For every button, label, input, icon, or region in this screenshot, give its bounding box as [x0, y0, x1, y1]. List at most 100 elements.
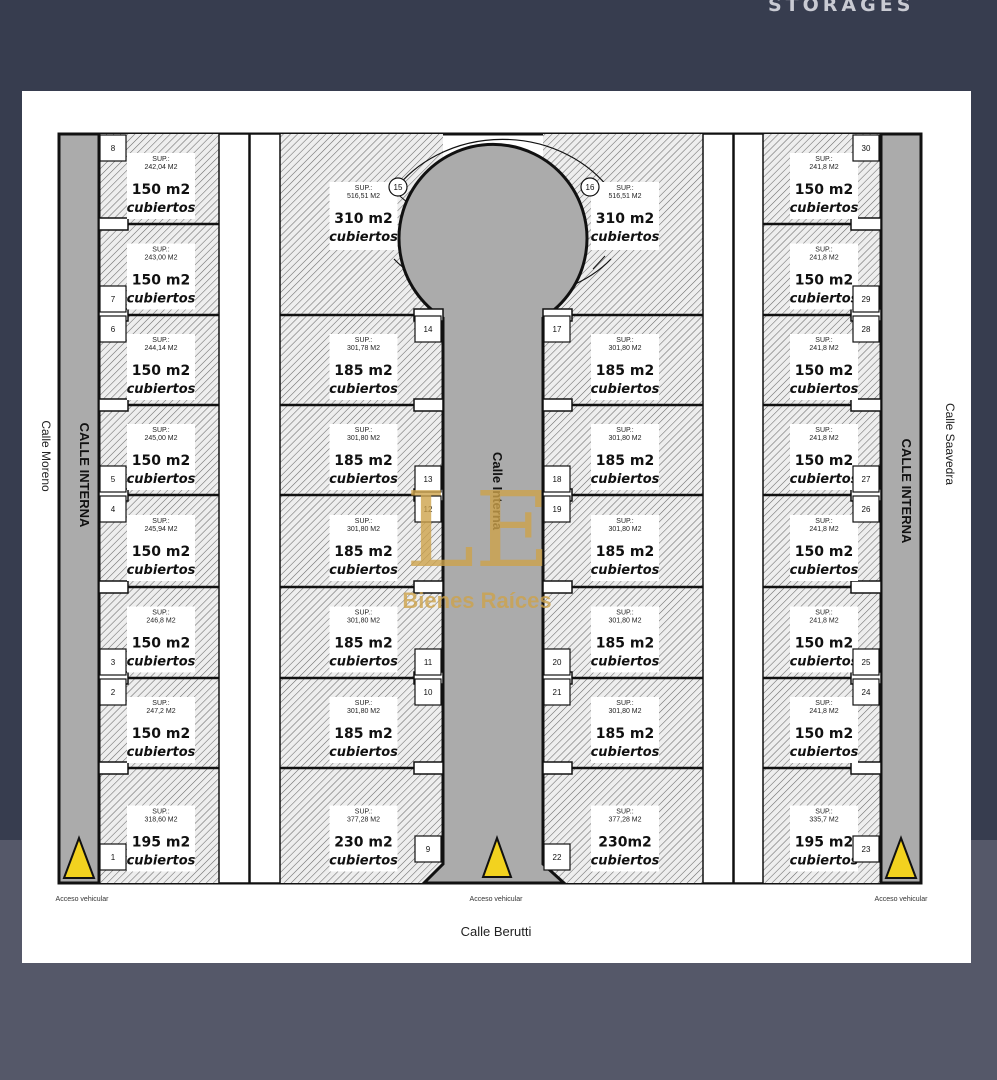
lot-covered-area: 185 m2 — [596, 453, 654, 469]
access-label-right: Acceso vehicular — [875, 896, 929, 903]
lot-area: 245,00 M2 — [144, 435, 177, 442]
lot-covered-label: cubiertos — [329, 655, 398, 670]
lot-number-box — [99, 134, 127, 162]
lot-sup-label: SUP.: — [616, 337, 633, 344]
lot-area: 516,51 M2 — [608, 193, 641, 200]
lot-number: 16 — [586, 183, 595, 192]
lot-covered-label: cubiertos — [790, 292, 859, 307]
lot-covered-area: 185 m2 — [596, 363, 654, 379]
lot-covered-label: cubiertos — [591, 230, 660, 245]
lot-covered-label: cubiertos — [591, 382, 660, 397]
lot-covered-area: 150 m2 — [795, 182, 853, 198]
lot-number: 11 — [424, 658, 433, 667]
lot-area: 243,00 M2 — [144, 255, 177, 262]
lot-number-marker — [580, 177, 600, 197]
lot-sup-label: SUP.: — [616, 610, 633, 617]
lot-area: 516,51 M2 — [347, 193, 380, 200]
lot-covered-area: 150 m2 — [795, 726, 853, 742]
lot-covered-label: cubiertos — [127, 292, 196, 307]
lot-area: 301,80 M2 — [608, 526, 641, 533]
lot-covered-label: cubiertos — [790, 655, 859, 670]
lot-sup-label: SUP.: — [616, 809, 633, 816]
lot-number: 8 — [111, 144, 116, 153]
lot-sup-label: SUP.: — [616, 185, 633, 192]
lot-number-box — [414, 648, 442, 676]
lot-number-marker — [388, 177, 408, 197]
lot-sup-label: SUP.: — [815, 156, 832, 163]
lot-16[interactable]: SUP.:516,51 M2 310 m2 cubiertos 16 — [580, 177, 660, 250]
lot-sup-label: SUP.: — [152, 247, 169, 254]
lot-covered-label: cubiertos — [790, 472, 859, 487]
lot-sup-label: SUP.: — [355, 610, 372, 617]
lot-number: 29 — [862, 295, 871, 304]
lot-number: 9 — [426, 845, 431, 854]
watermark-brand: Bienes Raíces — [402, 588, 551, 613]
lot-covered-label: cubiertos — [790, 201, 859, 216]
lot-number: 24 — [862, 688, 871, 697]
lot-number-box — [99, 315, 127, 343]
lot-number: 3 — [111, 658, 116, 667]
lot-covered-label: cubiertos — [790, 854, 859, 869]
lot-sup-label: SUP.: — [815, 247, 832, 254]
lot-covered-label: cubiertos — [591, 655, 660, 670]
lot-number-box — [543, 315, 571, 343]
watermark-monogram: LE — [406, 469, 551, 591]
lot-covered-area: 150 m2 — [795, 544, 853, 560]
lot-sup-label: SUP.: — [152, 610, 169, 617]
street-bottom-label: Calle Berutti — [461, 924, 532, 939]
lot-number-box — [543, 678, 571, 706]
lot-area: 241,8 M2 — [809, 526, 838, 533]
lot-area: 244,14 M2 — [144, 345, 177, 352]
lot-covered-area: 185 m2 — [596, 636, 654, 652]
lot-sup-label: SUP.: — [815, 337, 832, 344]
lot-number-box — [543, 648, 571, 676]
lot-area: 245,94 M2 — [144, 526, 177, 533]
lot-area: 241,8 M2 — [809, 255, 838, 262]
access-triangle-right-icon — [884, 835, 918, 879]
lot-number-box — [852, 678, 880, 706]
lot-covered-area: 310 m2 — [596, 211, 654, 227]
lot-covered-label: cubiertos — [127, 745, 196, 760]
lot-number: 13 — [424, 475, 433, 484]
lot-number: 27 — [862, 475, 871, 484]
lot-number-box — [852, 315, 880, 343]
lot-covered-area: 310 m2 — [334, 211, 392, 227]
access-triangle-center-icon — [481, 835, 513, 878]
lot-sup-label: SUP.: — [355, 427, 372, 434]
lot-area: 241,8 M2 — [809, 345, 838, 352]
lot-covered-label: cubiertos — [591, 563, 660, 578]
lot-covered-label: cubiertos — [591, 745, 660, 760]
lot-number: 22 — [553, 853, 562, 862]
lot-covered-label: cubiertos — [329, 854, 398, 869]
